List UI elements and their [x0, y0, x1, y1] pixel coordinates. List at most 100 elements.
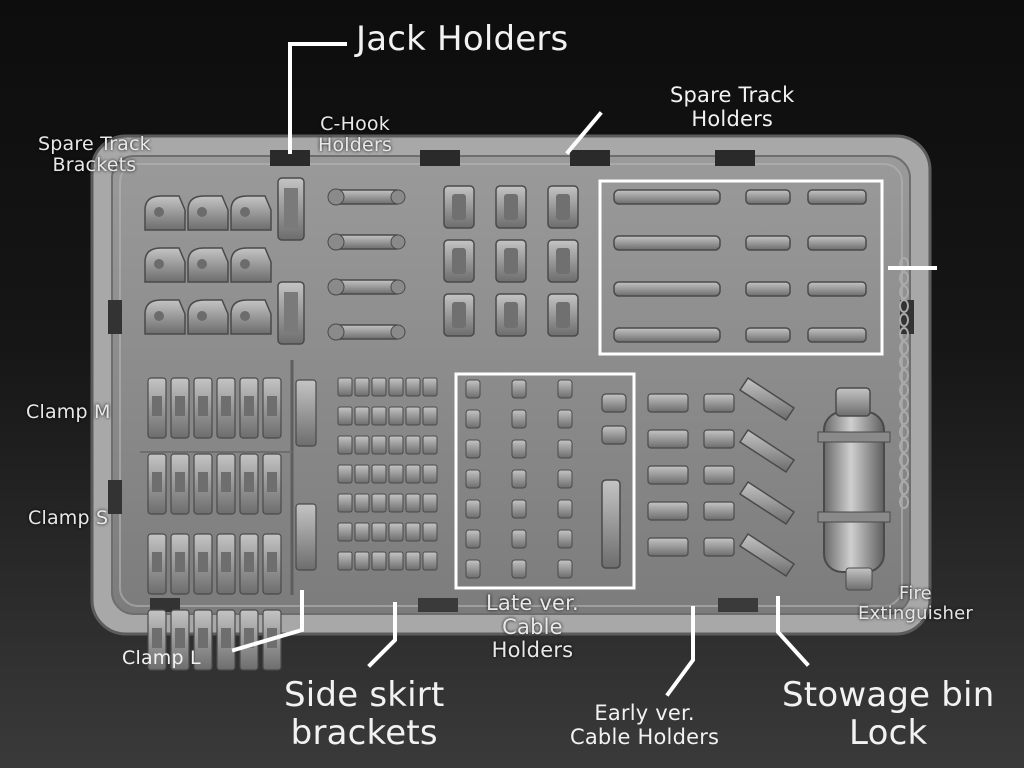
chain-link [899, 383, 909, 397]
late-cable-holder [511, 529, 527, 549]
jack-holders-label: Jack Holders [356, 19, 569, 59]
stowage-bin-lock-label: Stowage bin Lock [782, 675, 995, 754]
callout-lines [231, 42, 937, 697]
side-skirt-bracket [405, 377, 421, 397]
handle-part [556, 248, 570, 274]
c-hook-holder [390, 279, 406, 295]
chain-link [899, 355, 909, 369]
late-cable-holder [601, 393, 627, 413]
side-skirt-bracket [405, 435, 421, 455]
side-skirt-bracket [388, 551, 404, 571]
late-cable-holder [511, 499, 527, 519]
clamp [152, 628, 162, 648]
side-skirt-bracket [371, 493, 387, 513]
side-skirt-bracket [405, 522, 421, 542]
side-skirt-pointer [367, 602, 397, 668]
clamp [152, 552, 162, 572]
spare-track-bracket [144, 195, 186, 231]
chain-link [899, 411, 909, 425]
handle-part [556, 194, 570, 220]
late-cable-holder [465, 439, 481, 459]
spare-track-bracket [240, 207, 250, 217]
late-cable-holder [511, 469, 527, 489]
late-cable-holder [465, 469, 481, 489]
stowage-pointer [776, 596, 810, 667]
clamp [244, 552, 254, 572]
late-cable-holder [557, 559, 573, 579]
spare-track-bracket [197, 207, 207, 217]
chain-link [899, 439, 909, 453]
clamp [175, 472, 185, 492]
c-hook-holder [327, 233, 345, 251]
side-skirt-bracket [354, 406, 370, 426]
spare-track-holders-pointer [565, 111, 603, 155]
stowage-bin-lock [738, 428, 796, 474]
clamp [198, 396, 208, 416]
clamp [267, 552, 277, 572]
spare-track-holder [745, 189, 791, 205]
side-skirt-bracket [354, 377, 370, 397]
clamp [221, 396, 231, 416]
side-skirt-bracket [422, 377, 438, 397]
spare-track-holder [745, 235, 791, 251]
spare-track-holder [613, 327, 721, 343]
spare-track-bracket [144, 299, 186, 335]
spare-track-holder [613, 235, 721, 251]
handle-part [556, 302, 570, 328]
late-cable-holder [465, 379, 481, 399]
late-cable-holder [557, 469, 573, 489]
spare-track-bracket [240, 259, 250, 269]
chain-link [899, 313, 909, 327]
chain-link [899, 453, 909, 467]
handle-part [504, 194, 518, 220]
side-skirt-bracket [422, 551, 438, 571]
side-skirt-bracket [371, 551, 387, 571]
clamp [221, 628, 231, 648]
clamp-m-label: Clamp M [26, 401, 111, 423]
side-skirt-bracket [422, 406, 438, 426]
chain-link [899, 467, 909, 481]
early-cable-holder [703, 429, 735, 449]
side-skirt-bracket [337, 551, 353, 571]
late-cable-holder [557, 439, 573, 459]
early-cable-holders-label: Early ver. Cable Holders [570, 701, 720, 749]
chain-link [899, 285, 909, 299]
handle-part [452, 194, 466, 220]
chain-link [899, 397, 909, 411]
side-skirt-bracket [388, 435, 404, 455]
early-cable-pointer [665, 606, 695, 697]
clamp [244, 628, 254, 648]
side-skirt-bracket [337, 406, 353, 426]
side-skirt-bracket [371, 435, 387, 455]
late-cable-holder [511, 379, 527, 399]
clamp [244, 396, 254, 416]
spare-track-holder [745, 281, 791, 297]
spare-track-bracket [144, 247, 186, 283]
side-skirt-bracket [371, 522, 387, 542]
side-skirt-bracket [354, 551, 370, 571]
c-hook-holder [390, 324, 406, 340]
side-skirt-bracket [422, 493, 438, 513]
spare-track-holder [807, 281, 867, 297]
clamp [198, 628, 208, 648]
side-skirt-bracket [388, 493, 404, 513]
late-cable-holder [465, 529, 481, 549]
spare-track-holder [745, 327, 791, 343]
late-cable-holder [601, 425, 627, 445]
spare-track-bracket [230, 299, 272, 335]
c-hook-holder [327, 188, 345, 206]
chain-link [899, 299, 909, 313]
side-skirt-bracket [337, 377, 353, 397]
handle-part [452, 248, 466, 274]
spare-track-bracket [154, 207, 164, 217]
clamp-l-label: Clamp L [122, 647, 201, 669]
side-skirt-bracket [337, 464, 353, 484]
spare-track-bracket [187, 299, 229, 335]
clamp [267, 472, 277, 492]
spare-track-holder [613, 281, 721, 297]
side-skirt-bracket [371, 377, 387, 397]
resin-parts [144, 177, 909, 671]
late-cable-holder [511, 559, 527, 579]
late-cable-holder [465, 409, 481, 429]
